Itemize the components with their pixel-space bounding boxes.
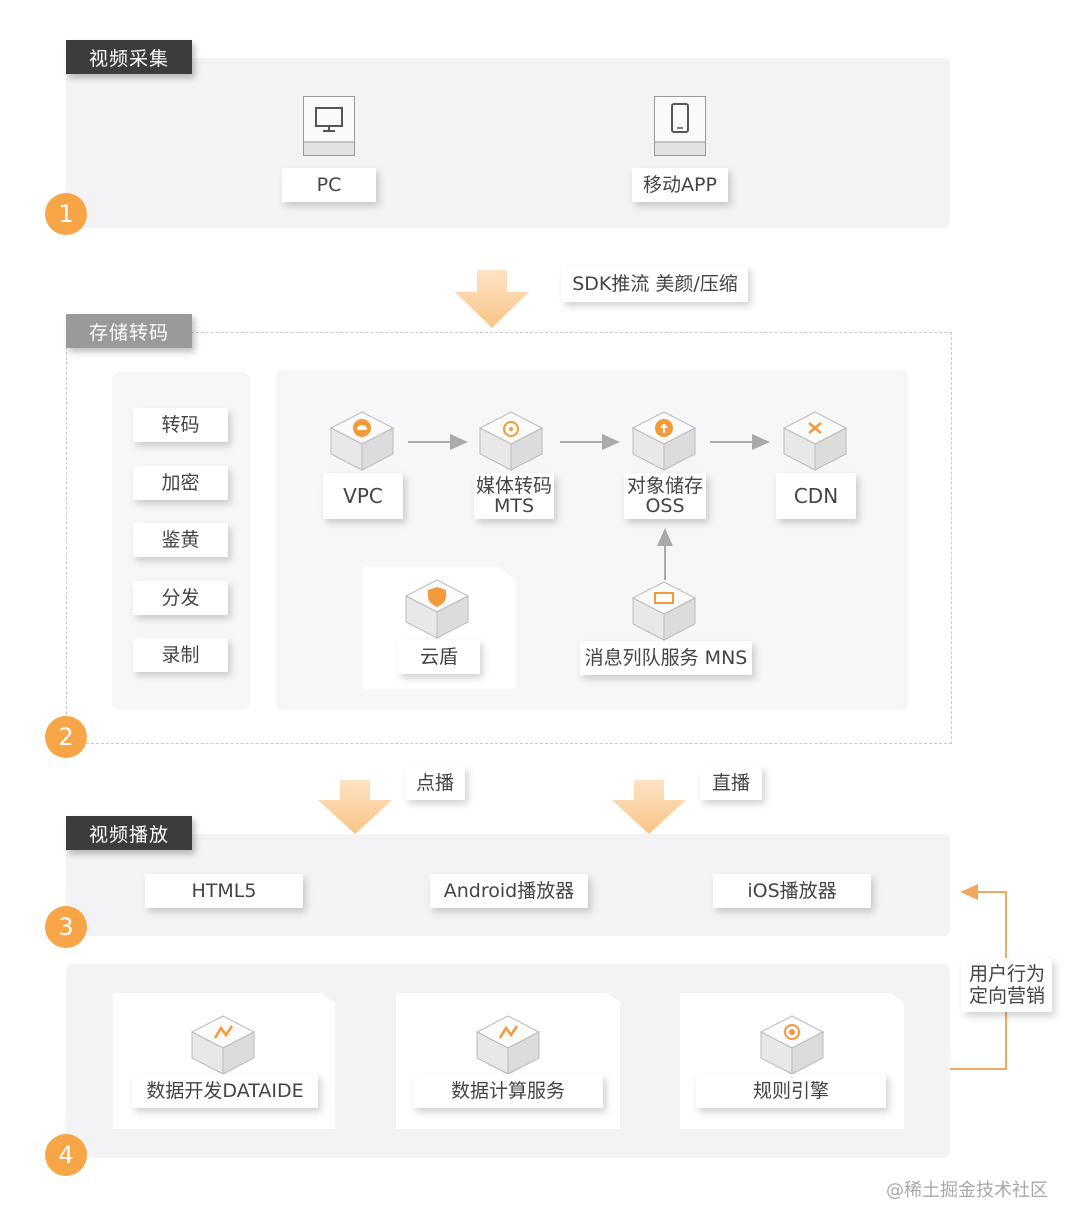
dataide-label: 数据开发DATAIDE — [132, 1074, 318, 1108]
mobile-icon — [654, 96, 706, 156]
cdn-icon — [782, 410, 848, 472]
cdn-label: CDN — [776, 473, 856, 519]
compute-label: 数据计算服务 — [413, 1074, 603, 1108]
feature-encrypt: 加密 — [133, 466, 228, 500]
watermark: @稀土掘金技术社区 — [886, 1180, 1048, 1201]
vpc-label: VPC — [323, 473, 403, 519]
mobile-app-label: 移动APP — [632, 168, 728, 202]
user-behavior-line2: 定向营销 — [968, 985, 1045, 1007]
step-number-2: 2 — [45, 716, 87, 758]
feature-porn-detect: 鉴黄 — [133, 523, 228, 557]
playback-section-title: 视频播放 — [66, 816, 192, 850]
oss-label-line1: 对象储存 — [626, 475, 703, 497]
mts-label-line2: MTS — [493, 495, 535, 517]
mts-label: 媒体转码 MTS — [474, 473, 554, 519]
storage-section-title: 存储转码 — [66, 314, 192, 348]
user-behavior-line1: 用户行为 — [968, 963, 1045, 985]
vod-label: 点播 — [405, 766, 465, 800]
feature-transcode: 转码 — [133, 408, 228, 442]
player-android: Android播放器 — [430, 874, 588, 908]
mns-queue-icon — [631, 580, 697, 642]
compute-icon — [475, 1014, 541, 1076]
mts-transcode-icon — [478, 410, 544, 472]
sdk-push-label: SDK推流 美颜/压缩 — [562, 266, 748, 302]
user-behavior-label: 用户行为 定向营销 — [962, 958, 1052, 1012]
feature-distribute: 分发 — [133, 581, 228, 615]
feature-record: 录制 — [133, 638, 228, 672]
rules-engine-icon — [759, 1014, 825, 1076]
rules-engine-label: 规则引擎 — [696, 1074, 886, 1108]
vpc-cloud-icon — [329, 410, 395, 472]
live-down-arrow-icon — [612, 780, 686, 834]
dataide-icon — [190, 1014, 256, 1076]
oss-storage-icon — [631, 410, 697, 472]
step-number-3: 3 — [45, 906, 87, 948]
down-arrow-icon — [455, 270, 529, 328]
mns-label: 消息列队服务 MNS — [580, 641, 752, 675]
cloud-shield-icon — [404, 578, 470, 640]
capture-panel — [66, 58, 950, 228]
oss-label: 对象储存 OSS — [624, 473, 706, 519]
step-number-4: 4 — [45, 1134, 87, 1176]
storage-panel — [66, 332, 952, 744]
live-label: 直播 — [700, 766, 762, 800]
pc-label: PC — [282, 168, 376, 202]
oss-label-line2: OSS — [645, 495, 685, 517]
capture-section-title: 视频采集 — [66, 40, 192, 74]
vod-down-arrow-icon — [318, 780, 392, 834]
cloud-shield-label: 云盾 — [398, 640, 480, 674]
mts-label-line1: 媒体转码 — [475, 475, 552, 497]
step-number-1: 1 — [45, 193, 87, 235]
pc-icon — [303, 96, 355, 156]
player-ios: iOS播放器 — [713, 874, 871, 908]
player-html5: HTML5 — [145, 874, 303, 908]
